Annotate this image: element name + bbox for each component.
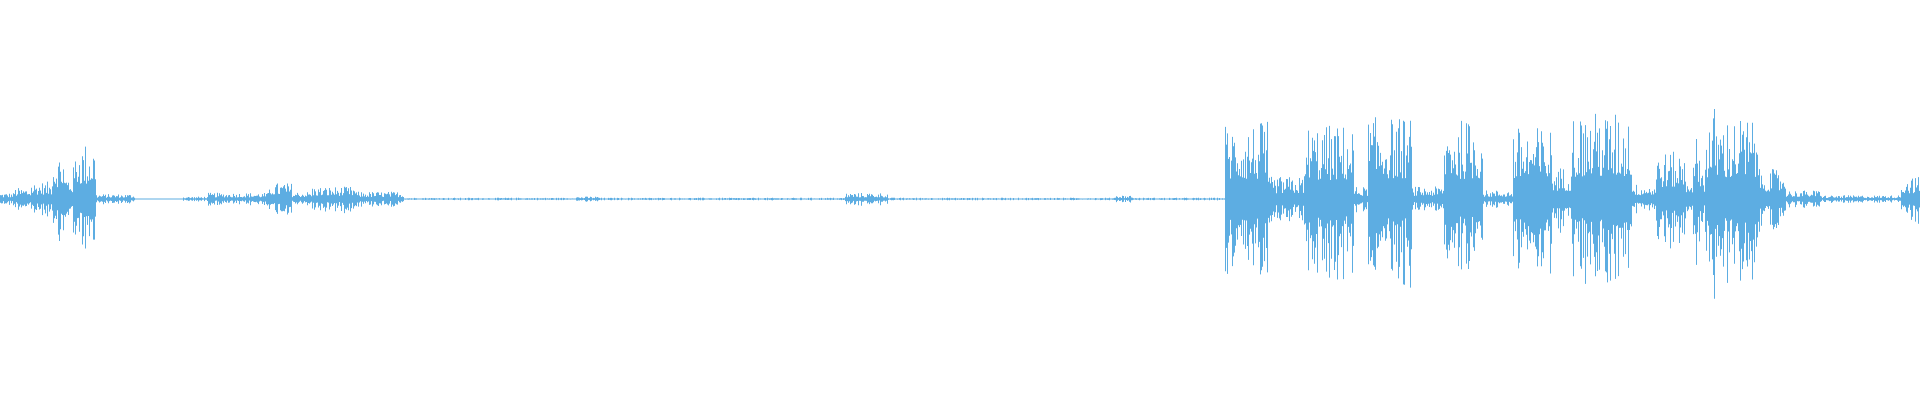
waveform-bars xyxy=(0,109,1920,299)
waveform-trace xyxy=(0,109,1920,299)
